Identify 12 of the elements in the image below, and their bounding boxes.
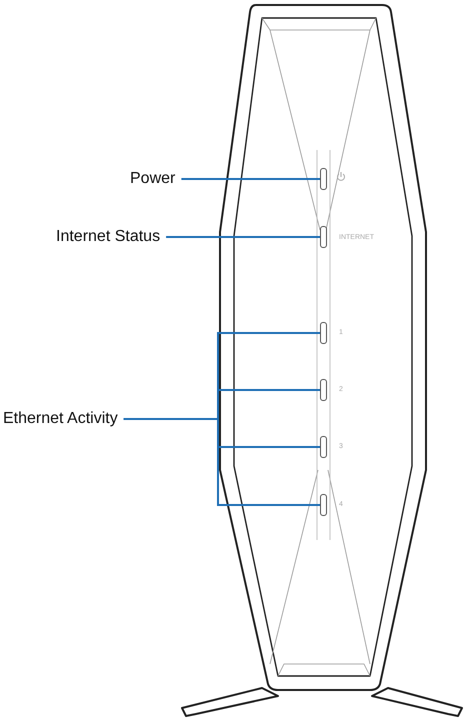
- leader-line: [166, 236, 320, 238]
- leader-line: [181, 178, 320, 180]
- leader-line: [124, 418, 320, 506]
- led-indicator: [320, 322, 327, 344]
- callout-text: Internet Status: [56, 228, 160, 246]
- led-indicator: [320, 494, 327, 516]
- callout-text: Ethernet Activity: [3, 410, 118, 428]
- led-indicator: [320, 379, 327, 401]
- led-indicator: [320, 436, 327, 458]
- callout-text: Power: [130, 170, 176, 188]
- led-indicator: [320, 226, 327, 248]
- led-indicator: [320, 168, 327, 190]
